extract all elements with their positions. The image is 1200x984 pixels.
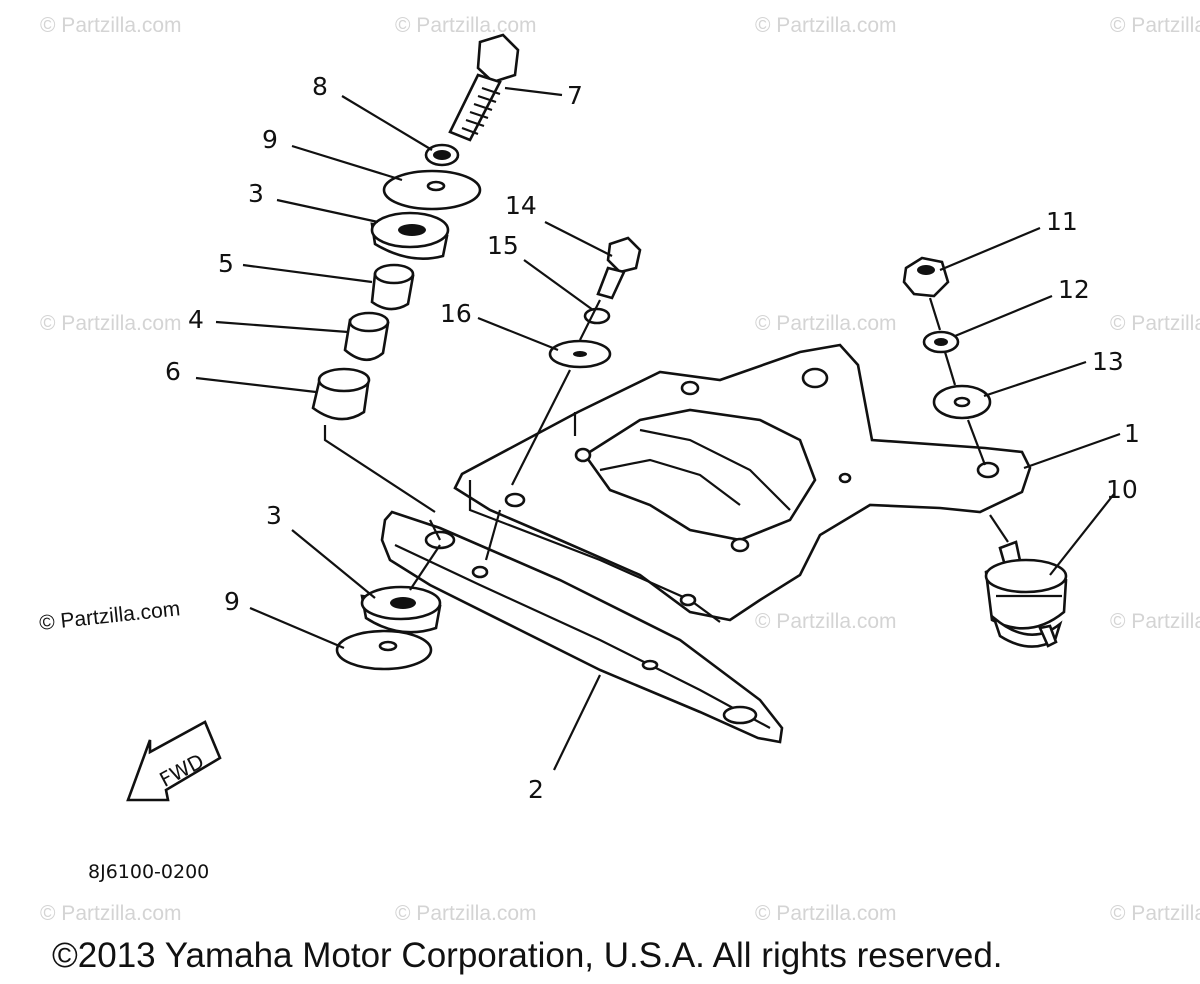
watermark: © Partzilla.com	[755, 902, 897, 925]
diagram-code: 8J6100-0200	[88, 861, 209, 883]
callout-9-bottom: 9	[224, 587, 240, 616]
callout-13: 13	[1092, 347, 1124, 376]
fwd-arrow: FWD	[126, 720, 222, 802]
washer-9-bottom-hole	[378, 640, 398, 652]
callout-labels: 7 8 9 3 5 4 6 14 15 16 11 12 13 1 10 3 9…	[165, 72, 1140, 804]
bolt-14	[596, 236, 642, 300]
mount-10	[984, 540, 1068, 648]
watermark: © Partzilla.com	[40, 902, 182, 925]
watermark: © Partzilla.com	[1110, 610, 1200, 633]
bracket-plate	[453, 343, 1032, 623]
callout-10: 10	[1106, 475, 1138, 504]
washer-13-hole	[953, 396, 971, 408]
collar-4	[343, 311, 390, 362]
callout-11: 11	[1046, 207, 1078, 236]
callout-3-top: 3	[248, 179, 264, 208]
washer-9-top-hole	[426, 180, 446, 192]
watermark: © Partzilla.com	[38, 597, 181, 635]
watermark: © Partzilla.com	[40, 312, 182, 335]
collar-5	[370, 263, 415, 311]
leader-lines	[195, 86, 1121, 771]
callout-4: 4	[188, 305, 204, 334]
assembly-lines	[323, 297, 1009, 591]
watermark: © Partzilla.com	[395, 14, 537, 37]
watermark: © Partzilla.com	[755, 312, 897, 335]
washer-12-hole	[934, 338, 948, 346]
callout-7: 7	[567, 81, 583, 110]
copyright-notice: ©2013 Yamaha Motor Corporation, U.S.A. A…	[52, 936, 1003, 975]
watermark: © Partzilla.com	[1110, 902, 1200, 925]
watermark: © Partzilla.com	[755, 14, 897, 37]
washer-16-hole	[573, 351, 587, 357]
callout-12: 12	[1058, 275, 1090, 304]
callout-8: 8	[312, 72, 328, 101]
watermark: © Partzilla.com	[1110, 14, 1200, 37]
nut-11	[902, 256, 950, 298]
callout-9-top: 9	[262, 125, 278, 154]
watermark: © Partzilla.com	[755, 610, 897, 633]
collar-6	[311, 367, 371, 421]
callout-14: 14	[505, 191, 537, 220]
callout-2: 2	[528, 775, 544, 804]
watermark: © Partzilla.com	[40, 14, 182, 37]
callout-15: 15	[487, 231, 519, 260]
bolt-7	[448, 33, 520, 142]
callout-6: 6	[165, 357, 181, 386]
callout-5: 5	[218, 249, 234, 278]
watermark: © Partzilla.com	[395, 902, 537, 925]
damper-3-top	[370, 211, 450, 260]
callout-1: 1	[1124, 419, 1140, 448]
lock-washer-8-hole	[433, 150, 451, 160]
watermark: © Partzilla.com	[1110, 312, 1200, 335]
damper-3-bottom	[360, 585, 442, 634]
callout-3-bottom: 3	[266, 501, 282, 530]
callout-16: 16	[440, 299, 472, 328]
